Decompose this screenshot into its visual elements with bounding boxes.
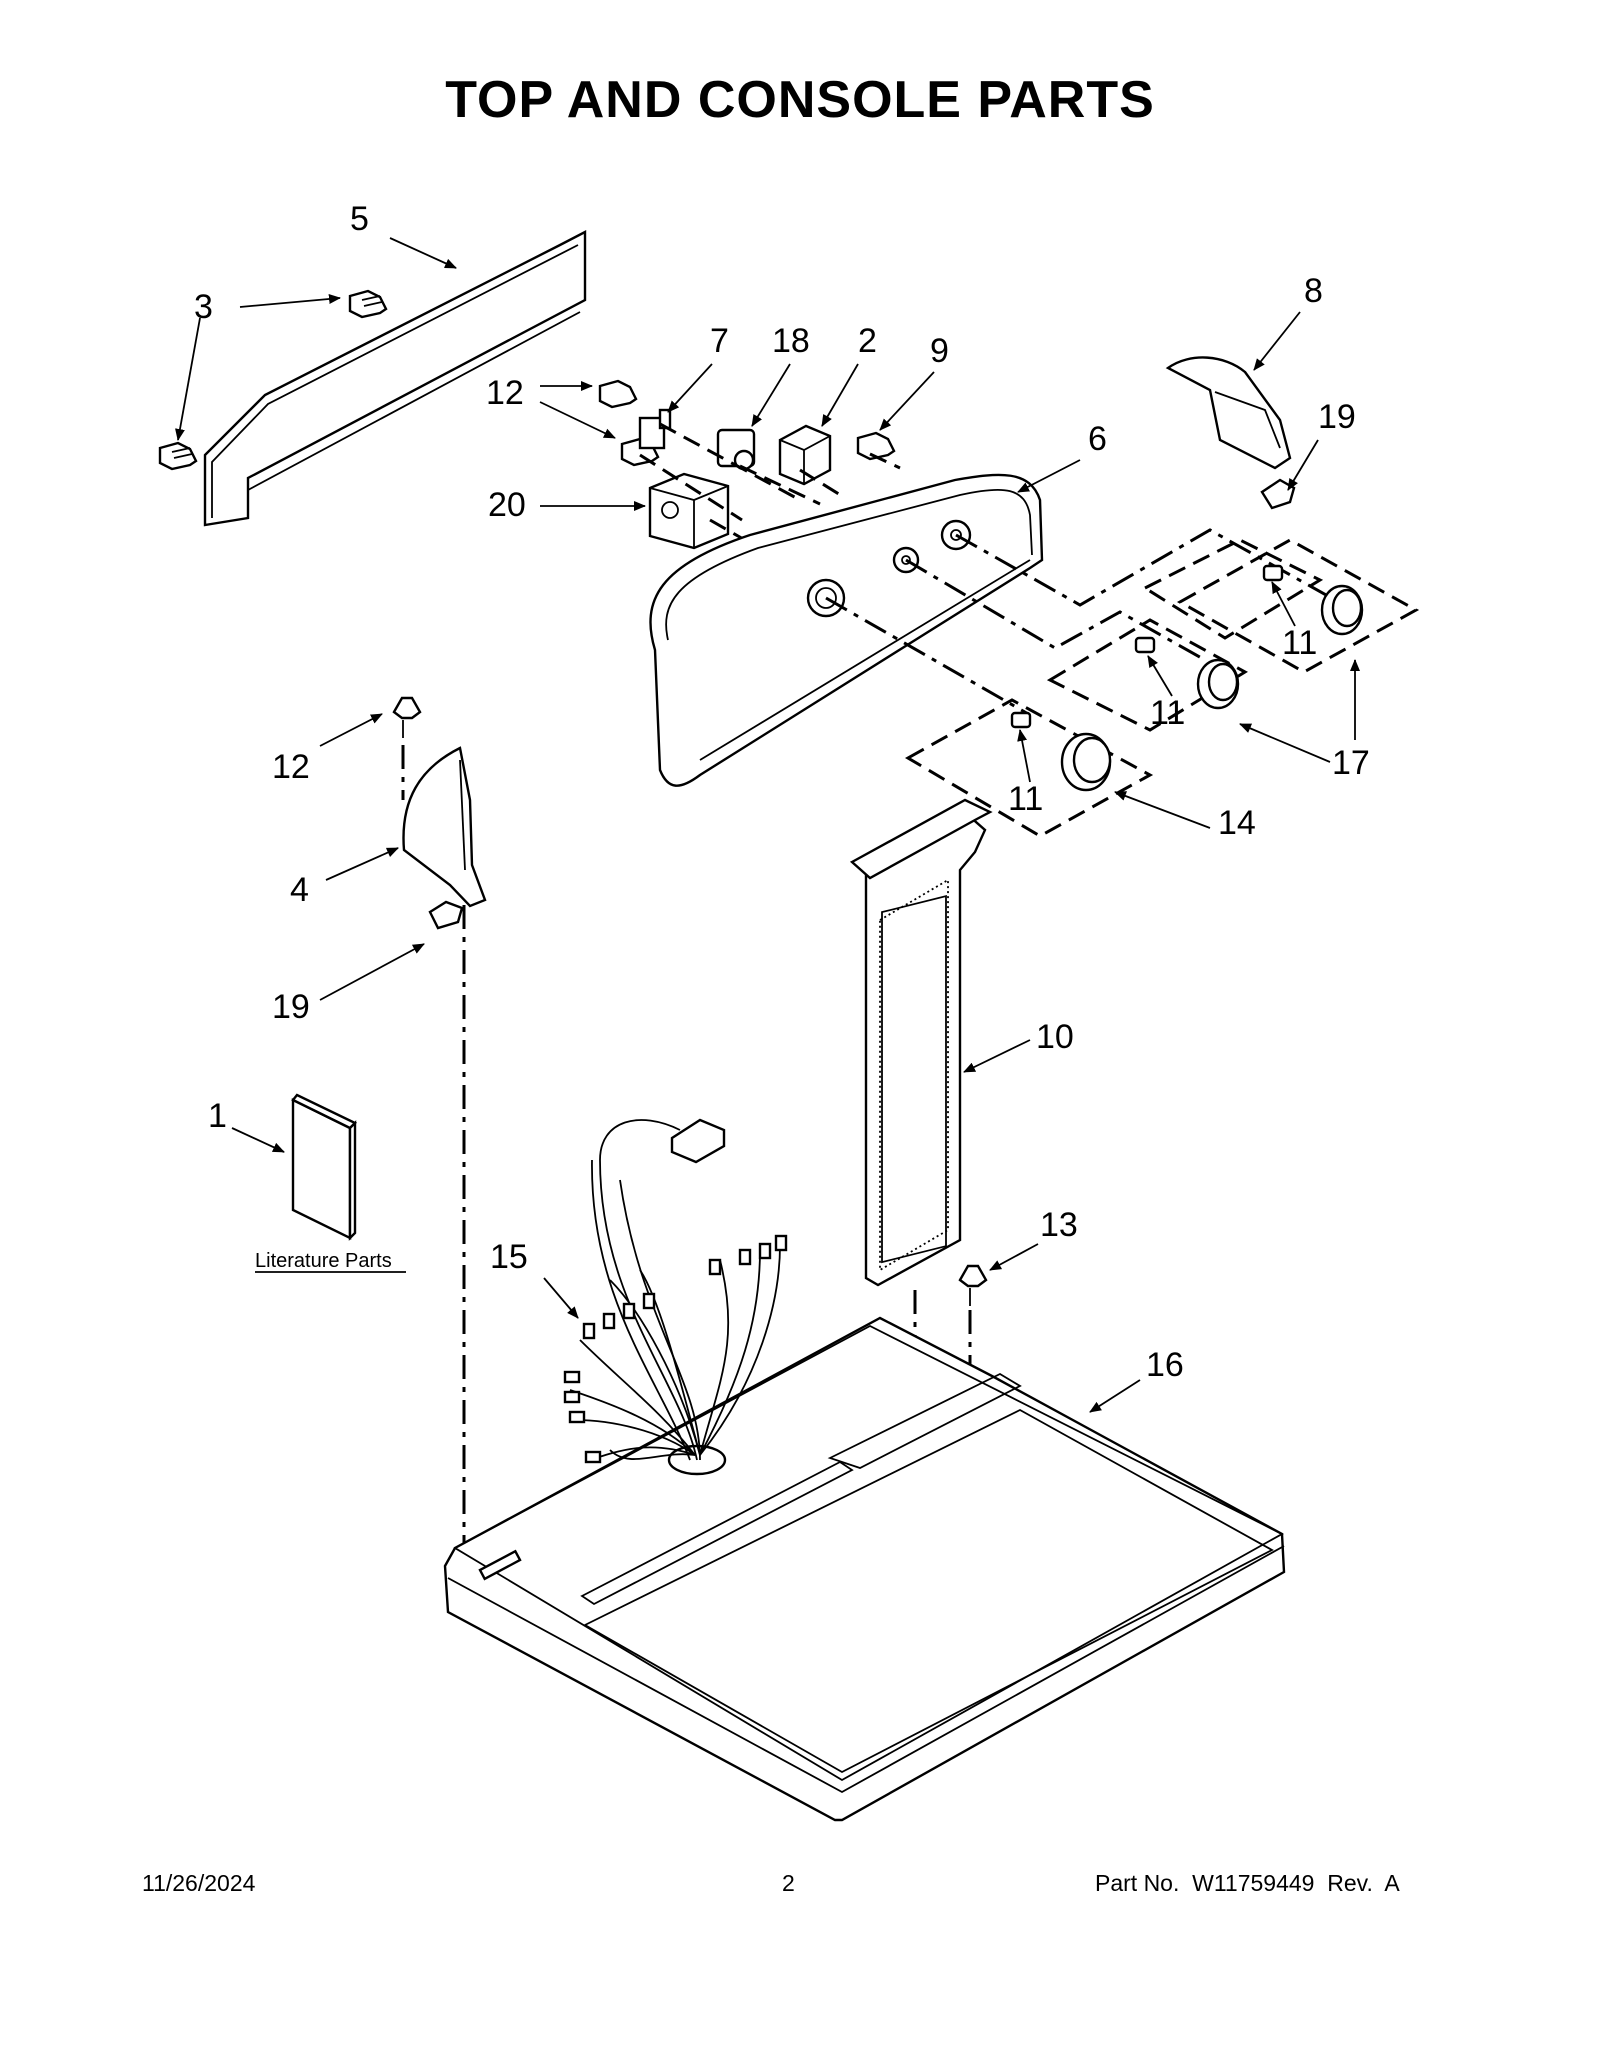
- switch-component: [778, 424, 832, 486]
- callout-11b: 11: [1150, 694, 1185, 732]
- rear-panel: [203, 230, 587, 527]
- callout-15: 15: [490, 1238, 528, 1276]
- callout-10: 10: [1036, 1018, 1074, 1056]
- knob: [1320, 584, 1364, 636]
- callout-12a: 12: [486, 374, 524, 412]
- callout-3: 3: [194, 288, 213, 326]
- literature-label: Literature Parts: [255, 1250, 392, 1272]
- knob-collar: [1010, 711, 1032, 729]
- callout-arrows: [175, 237, 1360, 1413]
- lint-filter: [849, 798, 993, 1287]
- literature-book: [291, 1093, 358, 1241]
- page-title: TOP AND CONSOLE PARTS: [445, 71, 1155, 129]
- screw-icon: [598, 379, 638, 409]
- screw-icon: [158, 441, 198, 471]
- callout-12b: 12: [272, 748, 310, 786]
- callout-1: 1: [208, 1097, 227, 1135]
- screw-icon: [958, 1264, 988, 1306]
- clip: [1260, 478, 1296, 510]
- knob-collar: [1262, 564, 1284, 582]
- callout-20: 20: [488, 486, 526, 524]
- callout-7: 7: [710, 322, 729, 360]
- end-cap-right: [1165, 356, 1292, 470]
- console-panel: [649, 473, 1044, 787]
- callout-11a: 11: [1282, 624, 1317, 662]
- screw-icon: [392, 696, 422, 738]
- clip: [428, 900, 464, 930]
- callout-8: 8: [1304, 272, 1323, 310]
- dryer-top: [443, 1316, 1286, 1822]
- callout-17: 17: [1332, 744, 1370, 782]
- timer-component: [648, 472, 730, 550]
- callout-6: 6: [1088, 420, 1107, 458]
- knob: [1196, 658, 1240, 710]
- screw-icon: [856, 431, 896, 461]
- footer-page-number: 2: [782, 1870, 795, 1896]
- callout-5: 5: [350, 200, 369, 238]
- knob-collar: [1134, 636, 1156, 654]
- footer-date: 11/26/2024: [142, 1870, 256, 1896]
- callout-4: 4: [290, 871, 309, 909]
- footer-part-number: Part No. W11759449 Rev. A: [1095, 1870, 1400, 1896]
- callout-19a: 19: [1318, 398, 1356, 436]
- switch-component: [716, 428, 756, 471]
- screw-icon: [348, 289, 388, 319]
- callout-labels: 1 2 3 4 5 6 7 8 9 10 11 11 11 12 12 13 1…: [194, 200, 1370, 1384]
- callout-11c: 11: [1008, 780, 1043, 818]
- callout-16: 16: [1146, 1346, 1184, 1384]
- end-cap-left: [402, 746, 487, 908]
- wire-harness: [563, 1118, 788, 1464]
- callout-9: 9: [930, 332, 949, 370]
- callout-18: 18: [772, 322, 810, 360]
- callout-2: 2: [858, 322, 877, 360]
- switch-component: [638, 408, 672, 450]
- callout-13: 13: [1040, 1206, 1078, 1244]
- callout-19b: 19: [272, 988, 310, 1026]
- knob: [1060, 732, 1112, 792]
- callout-14: 14: [1218, 804, 1256, 842]
